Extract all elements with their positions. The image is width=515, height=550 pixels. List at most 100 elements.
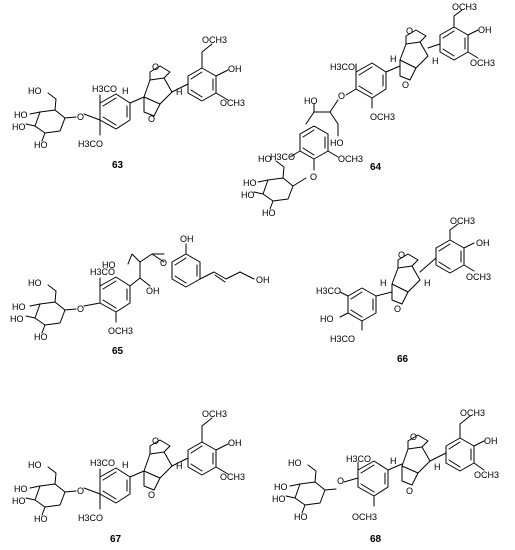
aryl-ring-right: [439, 9, 479, 61]
glucose-ring: [25, 284, 77, 334]
label-ho: HO: [14, 484, 28, 494]
compound-number: 66: [397, 354, 409, 365]
label-o: O: [398, 250, 405, 260]
label-ho: HO: [12, 496, 26, 506]
aryl-ring-right: [187, 43, 229, 102]
label-och3: OCH3: [466, 272, 491, 282]
label-ho-ch2: HO: [28, 278, 42, 288]
label-ho: HO: [243, 178, 257, 188]
label-ho: HO: [10, 314, 24, 324]
aryl-ring-right: [435, 223, 475, 274]
label-och3: OCH3: [202, 409, 227, 419]
label-o-link: O: [77, 486, 84, 496]
compound-63: HO HO HO HO O H3CO H3CO O O H H: [12, 35, 245, 171]
label-h3co: H3CO: [330, 334, 355, 344]
compound-64: OCH3 OH OCH3 O O H H H3CO OCH3 O: [241, 2, 495, 218]
label-h: H: [390, 456, 397, 466]
aryl-ring: [83, 276, 141, 323]
label-h: H: [424, 278, 431, 288]
label-och3: OCH3: [452, 2, 477, 12]
label-o: O: [406, 486, 413, 496]
furofuran-core: [401, 434, 447, 486]
label-ho: HO: [294, 512, 308, 522]
label-ho: HO: [14, 110, 28, 120]
label-och3: OCH3: [108, 326, 133, 336]
label-ho: HO: [304, 96, 318, 106]
label-o: O: [160, 258, 167, 268]
label-ho: HO: [320, 314, 334, 324]
label-oh: OH: [146, 286, 160, 296]
aryl-ring-right: [171, 243, 255, 288]
compound-number: 68: [370, 534, 382, 545]
label-oh: OH: [256, 275, 270, 285]
label-o-link: O: [337, 476, 344, 486]
glucose-ring: [253, 160, 307, 210]
label-och3: OCH3: [220, 98, 245, 108]
label-o: O: [394, 304, 401, 314]
label-o: O: [310, 172, 317, 182]
label-h: H: [176, 87, 183, 97]
aryl-ring-right: [187, 417, 229, 476]
label-o: O: [410, 432, 417, 442]
label-h: H: [176, 461, 183, 471]
glucose-ring: [25, 466, 77, 516]
label-ho-ch2: HO: [288, 458, 302, 468]
glycerol-linker: [127, 253, 165, 287]
label-o: O: [338, 91, 345, 101]
label-h: H: [434, 462, 441, 472]
compound-number: 65: [112, 346, 124, 357]
label-oh: OH: [476, 238, 490, 248]
label-h: H: [432, 56, 439, 66]
label-o: O: [152, 436, 159, 446]
label-ho: HO: [12, 302, 26, 312]
label-ho: HO: [34, 332, 48, 342]
label-ho-ch2: HO: [28, 460, 42, 470]
compound-68: HO HO HO HO O H3CO OCH3 O O H H: [272, 408, 499, 545]
label-h3co: H3CO: [270, 152, 295, 162]
label-oh: OH: [484, 436, 498, 446]
label-ho: HO: [274, 482, 288, 492]
aryl-ring-lower: [289, 125, 339, 171]
compound-number: 63: [112, 160, 124, 171]
aryl-ring: [83, 93, 145, 136]
glucose-ring: [285, 464, 337, 514]
label-h: H: [122, 460, 129, 470]
label-oh: OH: [228, 64, 242, 74]
label-h3co: H3CO: [90, 458, 115, 468]
label-h3co: H3CO: [90, 267, 115, 277]
aryl-ring: [83, 467, 145, 510]
label-oh: OH: [180, 234, 194, 244]
label-o: O: [77, 304, 84, 314]
label-ho: HO: [34, 140, 48, 150]
label-o: O: [148, 114, 155, 124]
label-och3: OCH3: [470, 58, 495, 68]
label-och3: OCH3: [450, 216, 475, 226]
label-ho: HO: [330, 138, 344, 148]
compound-67: HO HO HO HO O H3CO H3CO O O H H: [12, 409, 245, 545]
label-h3co: H3CO: [346, 454, 371, 464]
label-och3: OCH3: [370, 112, 395, 122]
label-o: O: [152, 62, 159, 72]
compound-number: 67: [110, 534, 122, 545]
compound-65: HO HO HO HO O H3CO OCH3 HO OH O: [10, 234, 270, 357]
label-oh: OH: [228, 438, 242, 448]
label-h3co: H3CO: [92, 84, 117, 94]
label-o-link: O: [77, 112, 84, 122]
label-och3: OCH3: [338, 154, 363, 164]
label-h: H: [390, 54, 397, 64]
label-ho-ch2: HO: [258, 154, 272, 164]
label-h3co: H3CO: [78, 513, 103, 523]
label-och3: OCH3: [460, 408, 485, 418]
propyl-linker: [305, 99, 339, 137]
label-h: H: [380, 278, 387, 288]
label-h3co: H3CO: [78, 139, 103, 149]
label-ho: HO: [272, 494, 286, 504]
label-h3co: H3CO: [316, 286, 341, 296]
compound-66: OCH3 OH OCH3 O O H H H3CO HO H3CO 66: [316, 216, 491, 365]
aryl-ring: [339, 287, 393, 331]
label-o: O: [406, 26, 413, 36]
aryl-ring-right: [445, 415, 485, 472]
label-ho: HO: [102, 260, 116, 270]
furofuran-core: [143, 439, 189, 491]
